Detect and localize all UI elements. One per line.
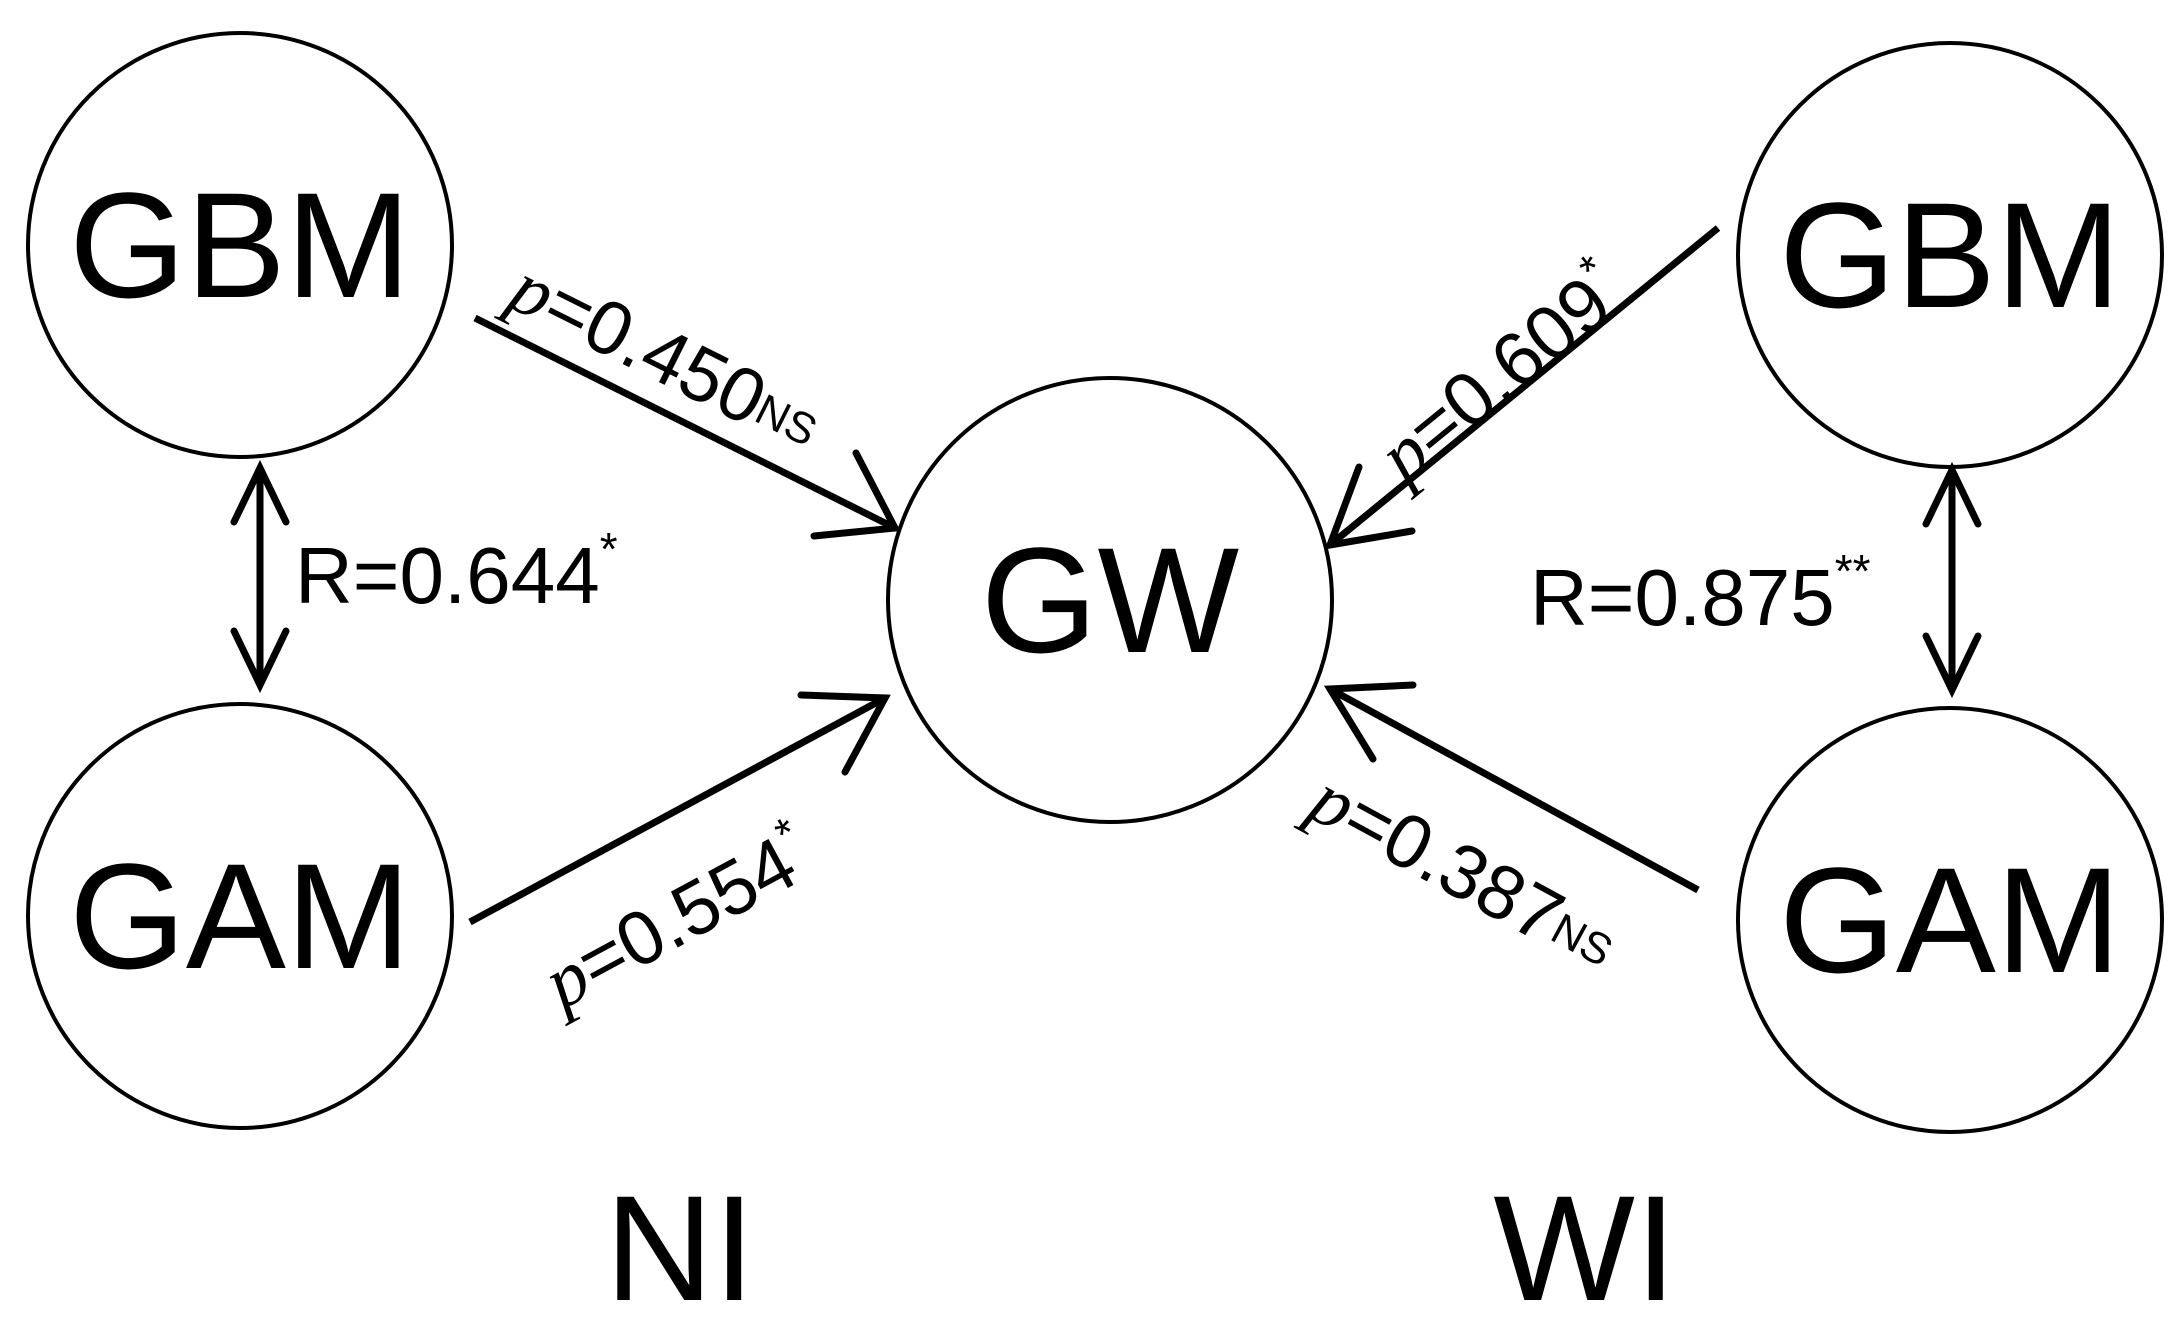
label-significance: * [600,523,618,575]
edge-label-left-gam: p=0.554* [523,808,825,1027]
arrowhead [1324,463,1416,550]
node-label: GBM [1779,171,2121,339]
node-left-gam: GAM [26,702,454,1130]
node-circle [26,31,454,459]
node-center-gw: GW [886,376,1334,824]
edge-line [1328,685,1700,894]
edge-label-right-gbm: p=0.609* [1355,245,1640,501]
node-circle [1736,706,2164,1134]
edge-right-gbm-to-gw [1324,225,1721,550]
node-label: GAM [1779,836,2121,1004]
arrowhead [1922,632,1982,699]
label-value: =0.609 [1391,260,1627,474]
node-right-gam: GAM [1736,706,2164,1134]
label-significance: ** [1835,545,1871,597]
arrowhead [797,691,891,776]
label-value: R=0.875 [1530,553,1835,642]
node-label: GBM [69,161,411,329]
group-label-left: NI [605,1164,755,1331]
correlation-arrow-right [1922,461,1982,699]
correlation-label-left: R=0.644* [295,523,618,620]
node-label: GW [981,516,1240,684]
node-right-gbm: GBM [1736,41,2164,469]
arrowhead [1922,461,1982,528]
edge-right-gam-to-gw [1323,681,1700,894]
node-label: GAM [69,832,411,1000]
edge-line [473,314,897,532]
edge-line [1327,225,1721,548]
label-value: R=0.644 [295,531,600,620]
node-left-gbm: GBM [26,31,454,459]
arrowhead [230,459,290,526]
node-circle [886,376,1334,824]
edge-left-gam-to-gw [468,691,891,926]
arrowhead [230,627,290,694]
correlation-arrow-left [230,459,290,694]
arrowhead [810,449,901,540]
correlation-label-right: R=0.875** [1530,545,1871,642]
edge-left-gbm-to-gw [473,314,901,540]
label-value: =0.450 [531,261,779,442]
edge-label-right-gam: p=0.387NS [1292,753,1630,990]
node-circle [26,702,454,1130]
edge-line [468,694,887,926]
group-label-right: WI [1493,1164,1676,1331]
arrowhead [1323,681,1417,763]
